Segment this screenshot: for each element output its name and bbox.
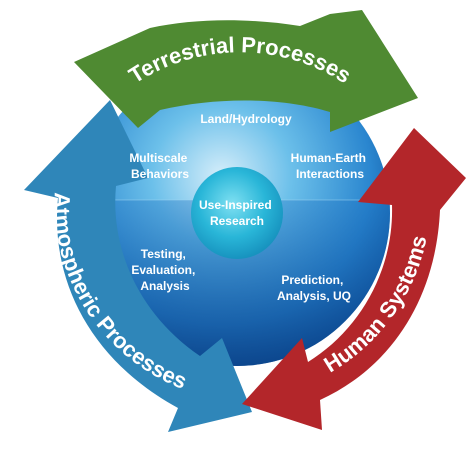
terrestrial-arrow (74, 10, 418, 132)
core-circle (191, 167, 283, 259)
atmospheric-arrow (24, 100, 252, 432)
land-hydrology-label: Land/Hydrology (200, 112, 292, 126)
multiscale-behaviors-label: Multiscale Behaviors (129, 151, 190, 181)
prediction-analysis-uq-label: Prediction, Analysis, UQ (277, 273, 351, 303)
human-earth-interactions-label: Human-Earth Interactions (291, 151, 370, 181)
center-line-2: Research (210, 214, 264, 228)
human-systems-arrow (242, 128, 466, 430)
center-label: Use-Inspired Research (199, 198, 275, 228)
center-line-1: Use-Inspired (199, 198, 272, 212)
testing-evaluation-analysis-label: Testing, Evaluation, Analysis (131, 247, 198, 293)
